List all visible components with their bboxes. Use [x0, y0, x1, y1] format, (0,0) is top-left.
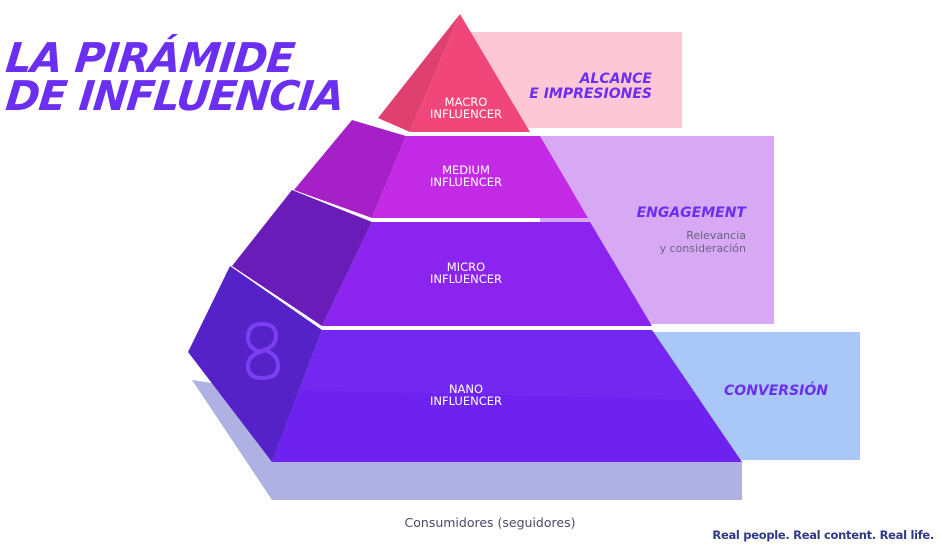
tier-nano-shade — [300, 330, 700, 400]
tier-label-macro-line-1: MACRO — [444, 95, 488, 109]
page-title-line-2: DE INFLUENCIA — [3, 72, 347, 120]
band-label-alcance: ALCANCE E IMPRESIONES — [492, 72, 652, 101]
band-sublabel-line-1: Relevancia — [686, 229, 746, 242]
tier-label-micro: MICRO INFLUENCER — [366, 261, 566, 285]
axis-caption: Consumidores (seguidores) — [404, 515, 576, 530]
tier-macro-side — [378, 14, 460, 132]
tier-micro-side — [232, 190, 372, 326]
band-label-engagement: ENGAGEMENT — [636, 205, 746, 221]
tier-label-nano: NANO INFLUENCER — [366, 383, 566, 407]
tier-label-nano-line-1: NANO — [448, 382, 484, 396]
tier-label-micro-line-1: MICRO — [446, 260, 486, 274]
tier-nano-side — [188, 266, 322, 462]
tier-label-medium-line-1: MEDIUM — [442, 163, 490, 177]
tier-label-medium-line-2: INFLUENCER — [429, 175, 502, 190]
tier-micro-front — [322, 222, 652, 326]
band-sublabel-line-2: y consideración — [659, 242, 746, 256]
tier-label-nano-line-2: INFLUENCER — [429, 394, 502, 409]
band-label-conversion: CONVERSIÓN — [724, 383, 828, 399]
band-label-alcance-line-2: E IMPRESIONES — [529, 85, 652, 102]
brand-logo-icon — [245, 321, 281, 381]
band-sublabel-engagement: Relevancia y consideración — [566, 229, 746, 255]
tier-label-macro: MACRO INFLUENCER — [366, 96, 566, 120]
tier-label-medium: MEDIUM INFLUENCER — [366, 164, 566, 188]
band-label-alcance-line-1: ALCANCE — [579, 71, 652, 87]
tier-label-macro-line-2: INFLUENCER — [429, 107, 502, 122]
tier-medium-front — [372, 136, 588, 218]
tier-label-micro-line-2: INFLUENCER — [429, 272, 502, 287]
brand-tagline: Real people. Real content. Real life. — [712, 528, 934, 542]
tier-macro-front — [410, 14, 530, 132]
tier-medium-side — [294, 120, 406, 218]
